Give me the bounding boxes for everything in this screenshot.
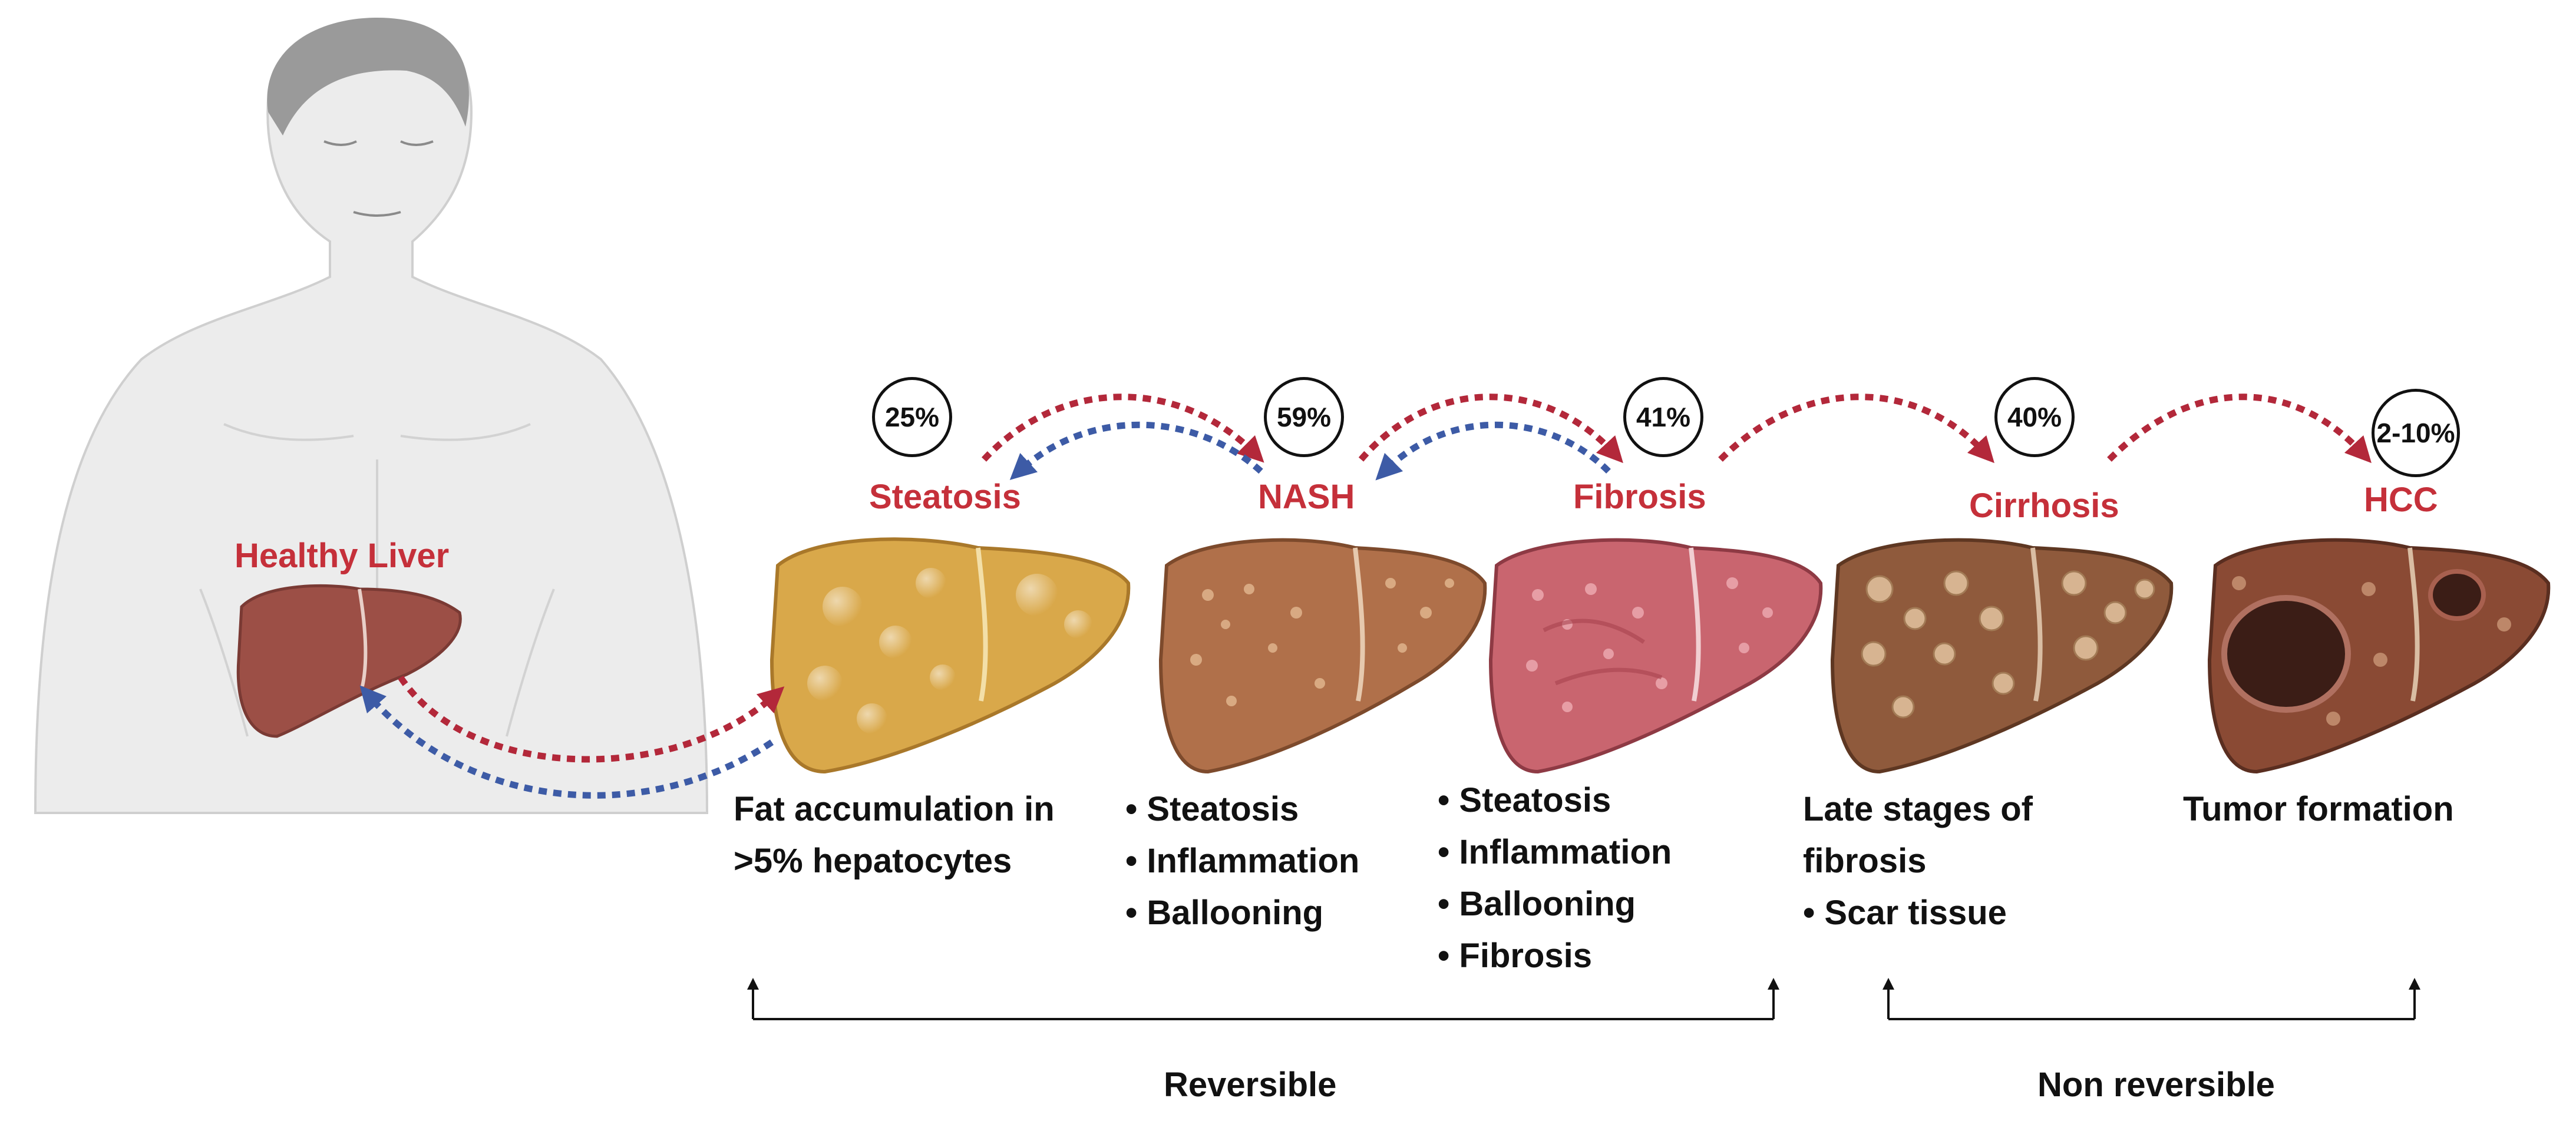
liver-fibrosis xyxy=(1488,538,1823,774)
stage-title-fibrosis: Fibrosis xyxy=(1573,478,1706,516)
desc-line: fibrosis xyxy=(1803,842,1927,880)
desc-bullet: Fibrosis xyxy=(1438,930,1672,982)
healthy-liver-label: Healthy Liver xyxy=(235,537,450,575)
arrow-steatosis-to-nash xyxy=(981,393,1264,463)
arrow-fibrosis-to-nash xyxy=(1375,421,1611,481)
arrow-steatosis-to-healthy xyxy=(359,685,774,799)
desc-bullet: Steatosis xyxy=(1438,775,1672,826)
chest-lines xyxy=(199,423,555,737)
stage-title-nash: NASH xyxy=(1258,478,1355,516)
arrow-nash-to-steatosis xyxy=(1009,421,1263,480)
stage-title-cirrhosis: Cirrhosis xyxy=(1969,487,2119,525)
desc-steatosis: Fat accumulation in >5% hepatocytes xyxy=(734,783,1055,887)
stage-title-steatosis: Steatosis xyxy=(869,478,1021,516)
tumor-small xyxy=(2428,569,2486,621)
progression-arrows xyxy=(359,393,2372,799)
percent-circle-nash: 59% xyxy=(1264,377,1344,457)
percent-circle-hcc: 2-10% xyxy=(2372,389,2460,477)
percent-circle-cirrhosis: 40% xyxy=(1994,377,2075,457)
liver-steatosis xyxy=(770,537,1131,774)
stage-title-hcc: HCC xyxy=(2364,481,2438,519)
desc-line: Fat accumulation in xyxy=(734,790,1055,828)
percent-circle-fibrosis: 41% xyxy=(1623,377,1703,457)
liver-cirrhosis xyxy=(1830,538,2174,774)
label-reversible: Reversible xyxy=(1164,1066,1337,1104)
body-silhouette xyxy=(34,19,709,814)
face-mouth xyxy=(353,211,401,217)
arrow-cirrhosis-to-hcc xyxy=(2107,393,2372,464)
tumor-large xyxy=(2221,595,2351,713)
face-eyes xyxy=(323,140,434,146)
desc-line: Late stages of xyxy=(1803,790,2033,828)
liver-nash xyxy=(1158,538,1487,774)
desc-bullet: Ballooning xyxy=(1438,878,1672,930)
desc-bullet: Scar tissue xyxy=(1803,887,2033,939)
arrow-fibrosis-to-cirrhosis xyxy=(1718,393,1994,464)
desc-fibrosis: Steatosis Inflammation Ballooning Fibros… xyxy=(1438,775,1672,982)
bracket-reversible xyxy=(747,978,1779,1020)
arrow-healthy-to-steatosis xyxy=(398,675,785,763)
label-non-reversible: Non reversible xyxy=(2037,1066,2275,1104)
desc-nash: Steatosis Inflammation Ballooning xyxy=(1125,783,1359,939)
hair xyxy=(267,18,469,135)
desc-bullet: Inflammation xyxy=(1438,826,1672,878)
bracket-non-reversible xyxy=(1883,978,2420,1020)
desc-line: >5% hepatocytes xyxy=(734,842,1012,880)
human-figure xyxy=(34,18,709,814)
desc-bullet: Inflammation xyxy=(1125,835,1359,887)
desc-cirrhosis: Late stages of fibrosis Scar tissue xyxy=(1803,783,2033,939)
desc-bullet: Ballooning xyxy=(1125,887,1359,939)
liver-hcc xyxy=(2207,538,2551,774)
liver-healthy xyxy=(236,584,462,738)
desc-bullet: Steatosis xyxy=(1125,783,1359,835)
desc-hcc: Tumor formation xyxy=(2183,783,2454,835)
desc-line: Tumor formation xyxy=(2183,790,2454,828)
percent-circle-steatosis: 25% xyxy=(872,377,952,457)
